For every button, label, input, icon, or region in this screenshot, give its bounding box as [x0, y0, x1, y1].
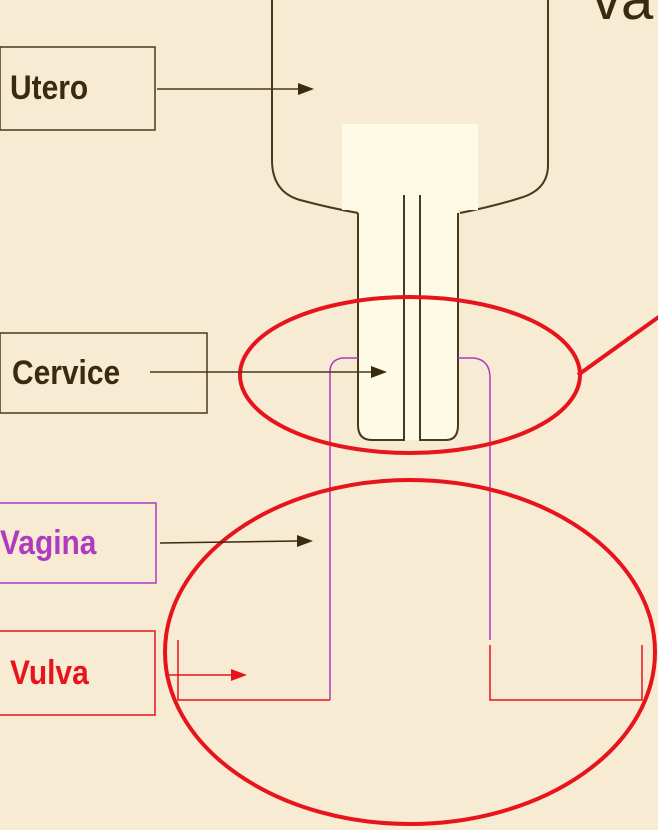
vagina-wall-right — [458, 358, 490, 640]
cervice-arrow — [150, 366, 387, 378]
top-right-text: va — [592, 0, 653, 33]
cervix-body — [358, 210, 458, 440]
utero-arrow — [157, 83, 314, 95]
utero-label: Utero — [10, 47, 133, 130]
cervix-highlight — [342, 124, 478, 210]
vagina-label: Vagina — [0, 503, 132, 583]
vulva-circle — [165, 480, 655, 824]
vagina-arrow — [160, 535, 313, 547]
vulva-label: Vulva — [10, 631, 133, 715]
cervice-label: Cervice — [12, 333, 179, 413]
callout-line — [578, 316, 658, 375]
vulva-outline-left — [178, 640, 330, 700]
vagina-wall-left — [330, 358, 358, 700]
vulva-outline-right — [490, 645, 642, 700]
